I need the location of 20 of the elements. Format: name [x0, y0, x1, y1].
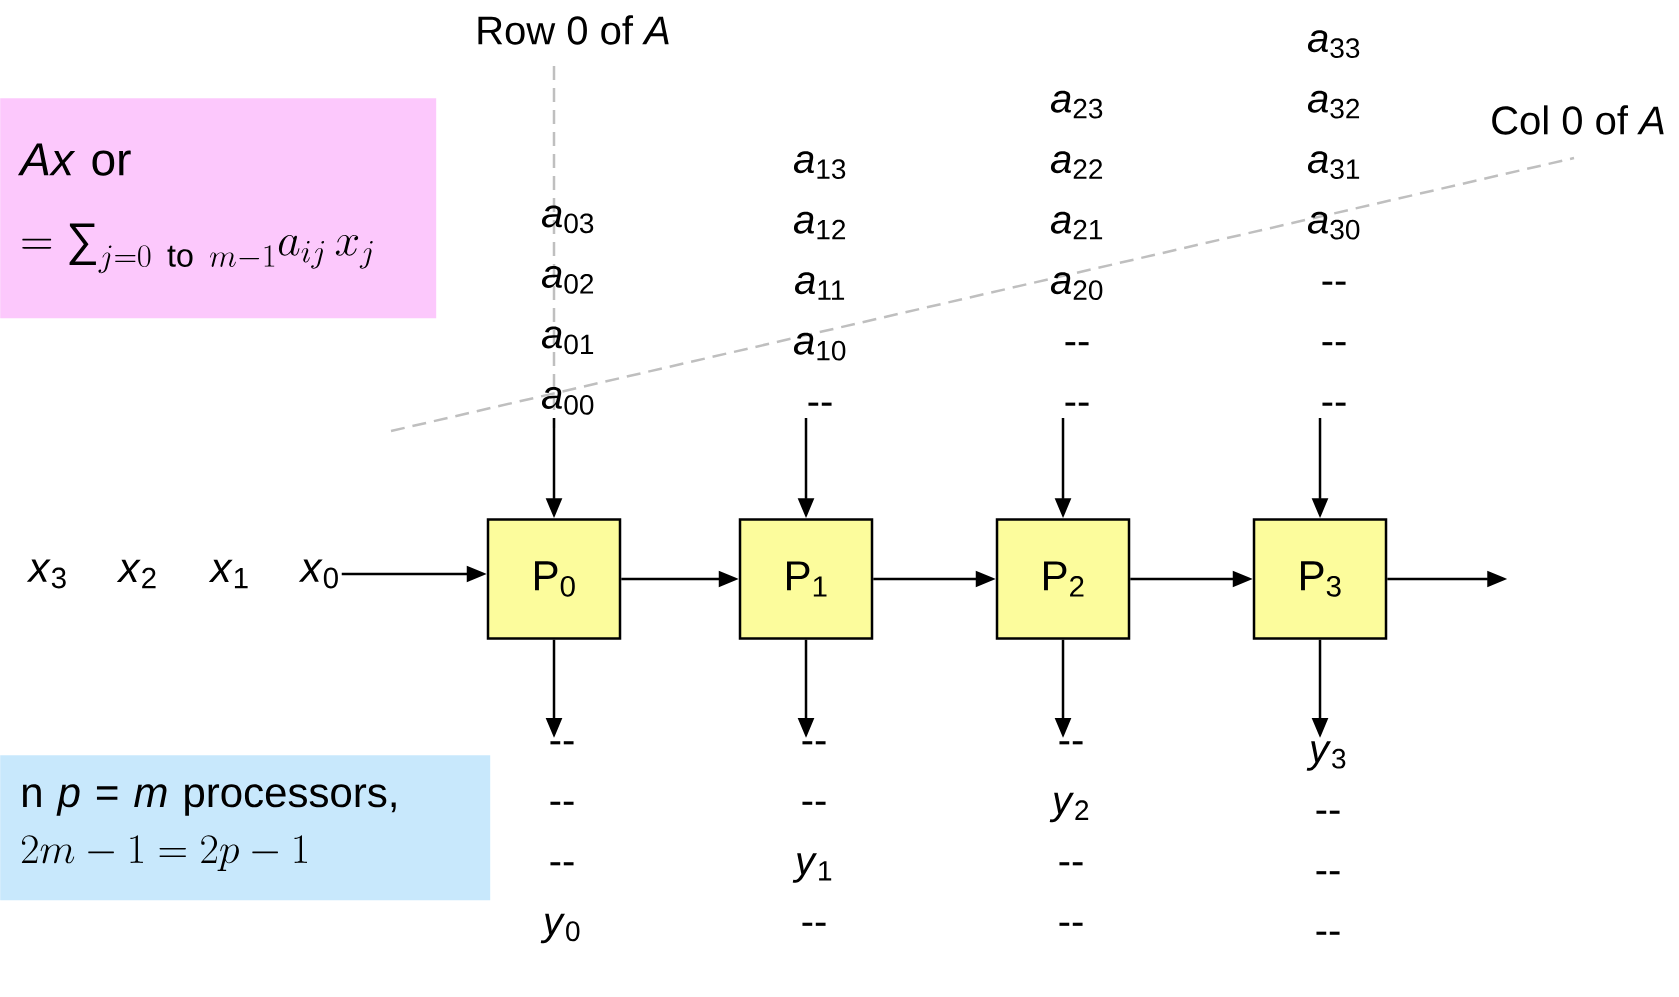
data-stack: a$_{33}$ a$_{32}$ a$_{31}$ a$_{30}$ -- -- -- [1307, 30, 1360, 406]
data-stack: a$_{23}$ a$_{22}$ a$_{21}$ a$_{20}$ -- -- [1050, 90, 1103, 406]
data-stack: -- y$_{2}$ -- -- [1049, 741, 1089, 926]
input-label: x$_{2}$ [116, 559, 156, 589]
formula-panel: Ax or $= \mbox{∑}_{j=0\ \mathrm{to}\ m-1} a_{ij}\, x_j$ [0, 98, 437, 319]
axis-label: Col 0 of A [1488, 103, 1668, 137]
data-stack: y$_{3}$ -- -- -- [1306, 741, 1346, 935]
input-label: x$_{1}$ [208, 559, 248, 589]
data-stack: a$_{13}$ a$_{12}$ a$_{11}$ a$_{10}$ -- [793, 151, 846, 406]
note-panel: n p = m processors, $2m - 1 = 2p - 1$ [0, 755, 491, 901]
processor-box: P$_{0}$ [486, 518, 622, 640]
data-stack: -- -- -- y$_{0}$ [540, 741, 580, 944]
processor-box: P$_{3}$ [1252, 518, 1388, 640]
data-stack: a$_{03}$ a$_{02}$ a$_{01}$ a$_{00}$ [541, 205, 594, 415]
processor-box: P$_{1}$ [738, 518, 874, 640]
data-stack: -- -- y$_{1}$ -- [792, 741, 832, 926]
axis-label: Row 0 of A [473, 13, 673, 47]
processor-box: P$_{2}$ [995, 518, 1131, 640]
input-label: x$_{0}$ [298, 559, 338, 589]
input-label: x$_{3}$ [26, 559, 66, 589]
